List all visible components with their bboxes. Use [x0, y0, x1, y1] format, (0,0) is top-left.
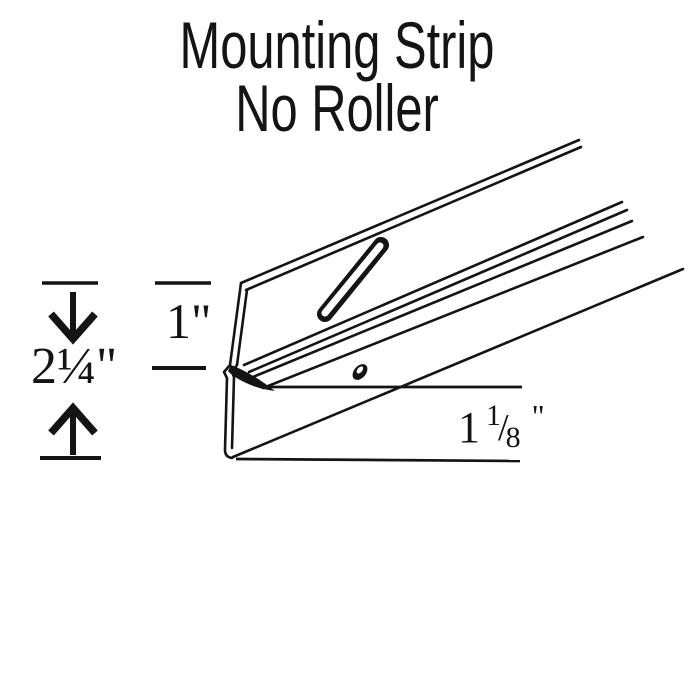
strip-rib-lines [242, 200, 645, 390]
flange-width-dimension [235, 385, 522, 463]
lower-extension-line [235, 457, 521, 463]
top-section-height-label: 1" [166, 293, 212, 349]
flange-width-unit: " [531, 398, 545, 434]
top-height-dimension [152, 281, 211, 370]
flange-width-numerator: 1 [486, 399, 501, 432]
mounting-slot [317, 237, 389, 322]
down-arrow-icon [48, 292, 98, 345]
title-line-2: No Roller [235, 71, 439, 145]
overall-height-label: 2¼" [31, 338, 118, 395]
flange-width-whole: 1 [458, 403, 480, 452]
title-line-1: Mounting Strip [179, 8, 495, 82]
overall-height-dimension [40, 281, 101, 460]
up-arrow-icon [48, 402, 98, 455]
strip-flange-edge [231, 267, 685, 459]
screw-hole [352, 364, 368, 380]
flange-end-beak [228, 365, 275, 391]
strip-top-edge [239, 138, 583, 292]
flange-width-denominator: 8 [505, 421, 521, 454]
fraction-slash-icon: / [498, 407, 509, 449]
